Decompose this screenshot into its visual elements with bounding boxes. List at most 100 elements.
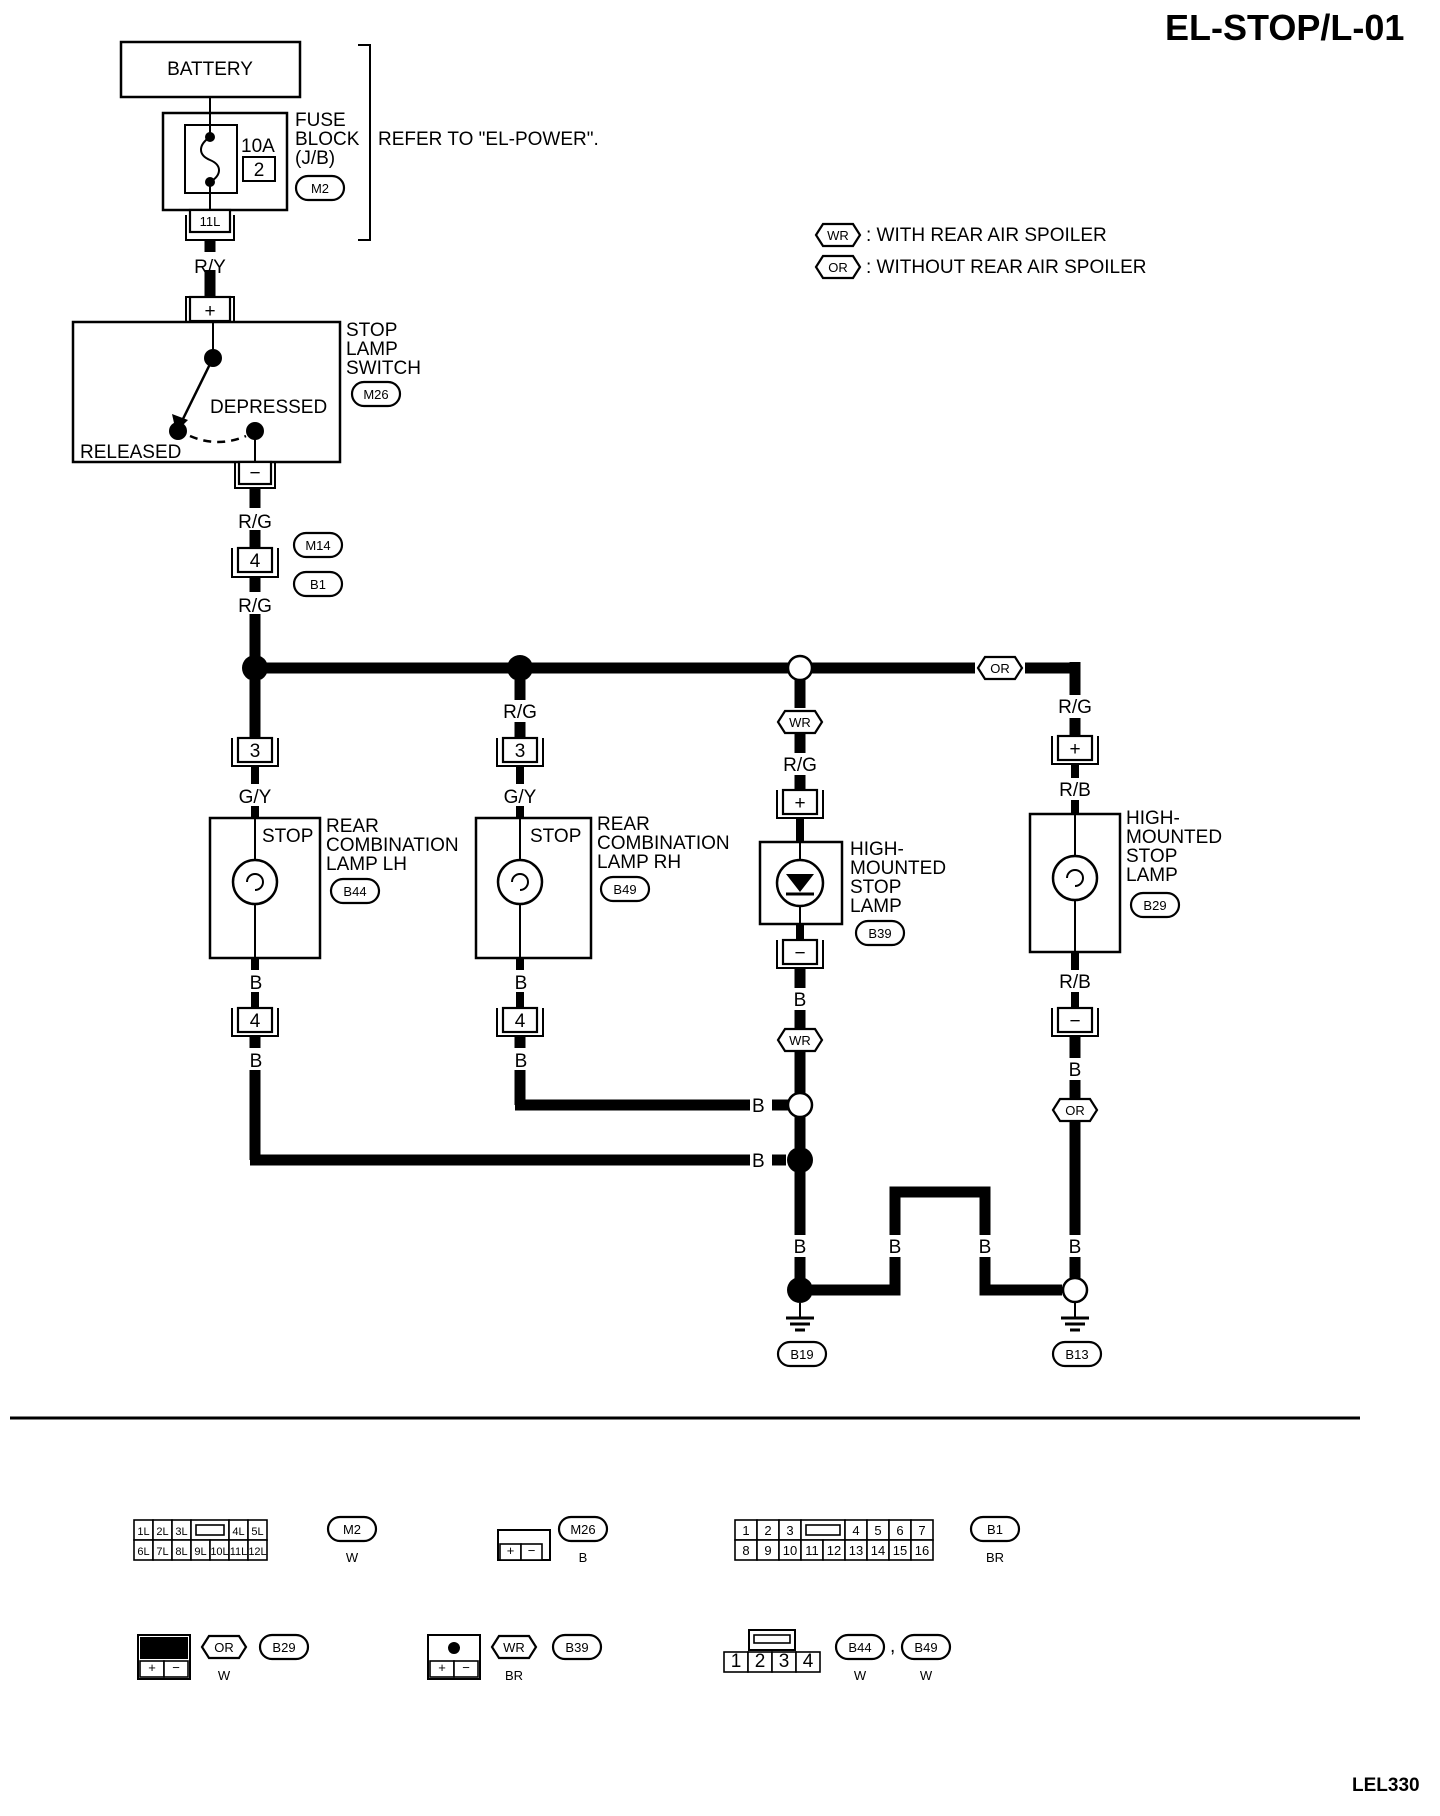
m2-pin: 8L	[175, 1546, 187, 1558]
option-tag-wr-1: WR	[789, 715, 811, 730]
m2-pin: 1L	[137, 1526, 149, 1538]
wire-color-b-ground-1: B	[794, 1237, 807, 1258]
wire-color-b-rh-3: B	[752, 1096, 765, 1117]
refer-bracket	[358, 44, 371, 241]
stop-lamp-switch: + DEPRESSED RELEASED STOP LAMP SWITCH M2…	[71, 295, 421, 489]
switch-released-label: RELEASED	[80, 442, 181, 463]
splice-point-open	[786, 654, 814, 682]
b1-pin: 10	[783, 1543, 797, 1558]
b1-pin: 1	[742, 1523, 749, 1538]
option-tag-wr-2: WR	[789, 1033, 811, 1048]
b1-pin: 13	[849, 1543, 863, 1558]
wire-color-rb-1: R/B	[1059, 780, 1091, 801]
lamp-b39-name: HIGH- MOUNTED STOP LAMP	[850, 839, 951, 917]
lamp-b29: HIGH- MOUNTED STOP LAMP B29	[1028, 808, 1227, 954]
m26-tag-outline	[557, 1515, 609, 1543]
fuse-block: 10A 2 FUSE BLOCK (J/B) M2	[161, 110, 365, 212]
m2-tag: M2	[343, 1522, 361, 1537]
b49-color: W	[920, 1668, 933, 1683]
wire-color-rg-1: R/G	[238, 512, 272, 533]
m2-pin: 4L	[232, 1526, 244, 1538]
b1-pin: 9	[764, 1543, 771, 1558]
b39-pin: −	[462, 1660, 470, 1675]
lamp-b29-terminal-out: −	[1051, 1006, 1099, 1037]
lamp-b39-terminal-in: +	[776, 788, 824, 819]
m2-cell	[247, 1539, 268, 1561]
b44-pin: 3	[779, 1651, 790, 1672]
lamp-rh-terminal-in: 3	[496, 736, 544, 767]
b1-pin: 2	[764, 1523, 771, 1538]
lamp-b39-terminal-out: −	[776, 938, 824, 969]
joint-connector: 4 M14 B1	[231, 531, 344, 598]
b44-pin: 1	[731, 1651, 742, 1672]
fuse-connector-tag: M2	[311, 181, 329, 196]
m2-pin: 5L	[251, 1526, 263, 1538]
b1-pin: 14	[871, 1543, 885, 1558]
splice-point-open	[1061, 1276, 1089, 1304]
b29-pin: +	[148, 1660, 156, 1675]
b44-cell	[795, 1651, 821, 1673]
splice-point	[242, 655, 268, 681]
svg-text:−: −	[794, 943, 805, 964]
ground-b19: B19	[776, 1303, 828, 1368]
wire-color-b-b39: B	[794, 990, 807, 1011]
svg-text:3: 3	[515, 741, 526, 762]
b1-color: BR	[986, 1550, 1004, 1565]
m2-pin: 6L	[137, 1546, 149, 1558]
b39-color: BR	[505, 1668, 523, 1683]
b44-pin: 2	[755, 1651, 766, 1672]
m2-lock	[195, 1524, 225, 1536]
switch-terminal-minus: −	[249, 463, 260, 484]
m2-tag-outline	[326, 1515, 378, 1543]
wire-color-b-b29: B	[1069, 1060, 1082, 1081]
wire-color-b-lh-1: B	[250, 973, 263, 994]
b1-pin: 15	[893, 1543, 907, 1558]
wire-color-rg-b39: R/G	[783, 755, 817, 776]
svg-text:4: 4	[250, 551, 261, 572]
lamp-rh-stop: STOP	[530, 826, 581, 847]
option-tag-or-2: OR	[1065, 1103, 1085, 1118]
lamp-lh-stop: STOP	[262, 826, 313, 847]
joint-conn-b1: B1	[310, 577, 326, 592]
b29-solid-face	[140, 1637, 188, 1659]
b1-pin: 11	[805, 1543, 819, 1558]
wire-color-b-rh-1: B	[515, 973, 528, 994]
b29-cell	[163, 1660, 189, 1678]
wire-color-rg-b29: R/G	[1058, 697, 1092, 718]
m26-cell	[520, 1543, 543, 1561]
b39-tag: B39	[565, 1640, 588, 1655]
svg-text:+: +	[1069, 739, 1080, 760]
b39-tag-outline	[551, 1633, 603, 1661]
ground-b13: B13	[1051, 1302, 1103, 1368]
lamp-lh-terminal-out: 4	[231, 1006, 279, 1037]
battery: BATTERY	[119, 40, 302, 99]
wire-color-ry: R/Y	[194, 257, 226, 278]
splice-point-open	[786, 1091, 814, 1119]
lamp-rh: STOP REAR COMBINATION LAMP RH B49	[474, 814, 730, 960]
b44-tag-outline	[834, 1633, 886, 1661]
lamp-b29-name: HIGH- MOUNTED STOP LAMP	[1126, 808, 1227, 886]
lamp-b29-terminal-in: +	[1051, 734, 1099, 765]
refer-note: REFER TO "EL-POWER".	[378, 129, 599, 150]
b1-lock	[805, 1524, 841, 1536]
m26-pin: +	[507, 1543, 515, 1558]
lamp-lh: STOP REAR COMBINATION LAMP LH B44	[208, 816, 459, 960]
wire-color-b-rh-2: B	[515, 1051, 528, 1072]
m2-pin: 7L	[156, 1546, 168, 1558]
b39-face-dot	[448, 1642, 460, 1654]
wire-color-b-bridge-1: B	[889, 1237, 902, 1258]
lamp-rh-terminal-out: 4	[496, 1006, 544, 1037]
wire-color-b-lh-3: B	[752, 1151, 765, 1172]
legend-or-code: OR	[828, 260, 848, 275]
b1-cell	[910, 1539, 934, 1561]
diagram-title: EL-STOP/L-01	[1165, 7, 1404, 48]
wire-color-rg-rh: R/G	[503, 702, 537, 723]
b44-tag: B44	[848, 1640, 871, 1655]
fuse-block-label: FUSE BLOCK (J/B)	[295, 110, 365, 169]
wire-color-rg-2: R/G	[238, 596, 272, 617]
m26-pin: −	[528, 1543, 536, 1558]
fuse-terminal: 11L	[185, 208, 235, 241]
m2-color: W	[346, 1550, 359, 1565]
m2-pin: 2L	[156, 1526, 168, 1538]
